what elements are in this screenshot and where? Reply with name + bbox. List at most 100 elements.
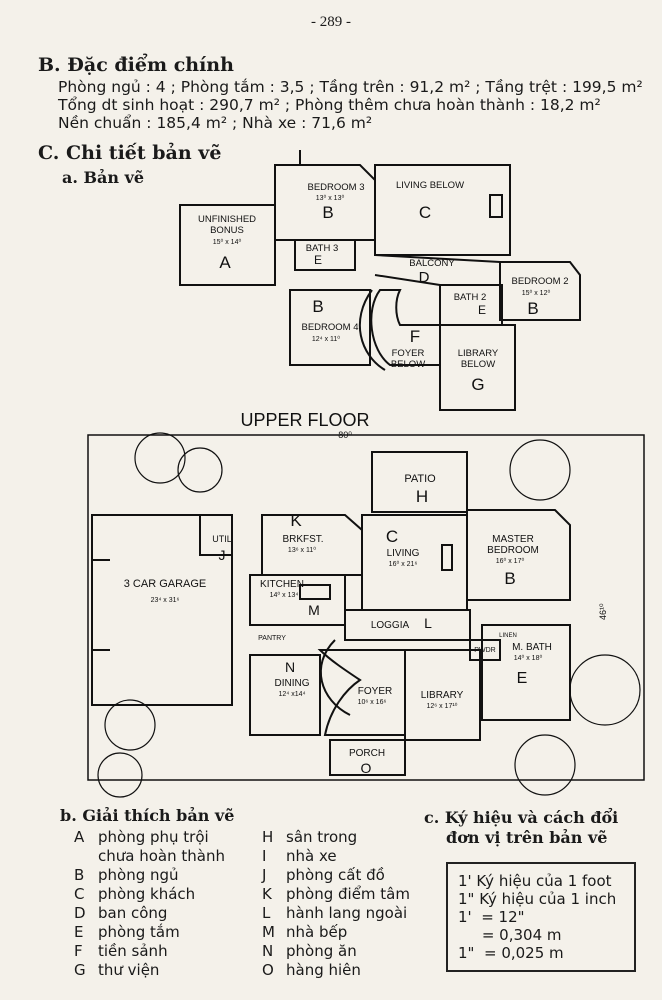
floor-plan-drawing: UNFINISHED BONUS 15⁰ x 14⁰ A BEDROOM 3 1…: [87, 150, 645, 798]
porch-letter: O: [361, 760, 372, 776]
dining-letter: N: [285, 659, 295, 675]
units-line: = 0,304 m: [458, 926, 562, 944]
master-bath-letter: E: [517, 670, 528, 687]
breakfast-dim: 13⁶ x 11⁰: [288, 546, 316, 554]
foyer-dim: 10⁶ x 16⁶: [358, 699, 387, 706]
bedroom3-letter: B: [322, 203, 333, 222]
balcony-label: BALCONY: [409, 258, 455, 269]
pwdr-label: PWDR: [474, 647, 495, 654]
bonus-letter: A: [219, 253, 231, 272]
breakfast-outline: [261, 514, 363, 576]
spec-line-2: Tổng dt sinh hoạt : 290,7 m² ; Phòng thê…: [58, 96, 601, 114]
width-dimension: 80⁰: [338, 430, 352, 440]
units-heading: c. Ký hiệu và cách đổi đơn vị trên bản v…: [424, 808, 618, 848]
bedroom2-name-label: BEDROOM 2: [511, 276, 568, 287]
master-name2-label: BEDROOM: [487, 545, 539, 556]
breakfast-label: BRKFST.: [282, 534, 323, 545]
bonus-name2-label: BONUS: [210, 225, 244, 236]
bath3-outline: [294, 239, 356, 271]
pantry-label: PANTRY: [258, 635, 286, 642]
depth-dimension: 46¹⁰: [598, 603, 608, 620]
garage-label: 3 CAR GARAGE: [124, 578, 207, 590]
bath3-label: BATH 3: [306, 243, 339, 254]
living-below-letter: C: [419, 203, 431, 222]
master-bedroom-outline: [466, 509, 571, 601]
bedroom2-dim-label: 15⁰ x 12⁰: [522, 289, 551, 297]
lot-boundary: [87, 434, 645, 781]
garage-outline: [91, 514, 233, 706]
library-below-letter: G: [471, 375, 484, 394]
kitchen-outline: [249, 574, 346, 626]
living-dim: 16⁰ x 21⁶: [389, 560, 418, 568]
foyer-below-text: BELOW: [391, 359, 425, 370]
legend-row: chưa hoàn thành: [98, 847, 225, 865]
porch-outline: [329, 739, 406, 776]
bath2-outline: [439, 284, 503, 326]
units-line: 1" = 0,025 m: [458, 944, 564, 962]
bedroom4-dim-label: 12⁴ x 11⁰: [312, 335, 340, 343]
dining-outline: [249, 654, 321, 736]
master-bath-label: M. BATH: [512, 642, 552, 653]
units-line: 1" Ký hiệu của 1 inch: [458, 890, 617, 908]
kitchen-dim: 14⁰ x 13⁴: [270, 591, 299, 599]
master-bath-dim: 14⁰ x 18⁰: [514, 654, 543, 662]
linen-label: LINEN: [499, 633, 517, 639]
foyer-below-letter: F: [410, 327, 420, 346]
loggia-outline: [344, 609, 471, 641]
bedroom4-outline: [289, 289, 371, 366]
foyer-label: FOYER: [358, 686, 392, 697]
units-box: 1' Ký hiệu của 1 foot 1" Ký hiệu của 1 i…: [446, 862, 636, 972]
patio-letter: H: [416, 487, 428, 506]
breakfast-letter: K: [290, 511, 302, 530]
section-c-sub-a: a. Bản vẽ: [62, 168, 145, 187]
library-below-name: LIBRARY: [458, 348, 499, 359]
section-b-heading: B. Đặc điểm chính: [38, 54, 234, 76]
legend-heading: b. Giải thích bản vẽ: [60, 806, 235, 825]
bedroom3-dim-label: 13⁰ x 13⁰: [316, 194, 345, 202]
bedroom2-letter: B: [527, 299, 538, 318]
bonus-name-label: UNFINISHED: [198, 214, 256, 225]
bath2-letter: E: [478, 303, 486, 317]
bedroom2-outline: [499, 261, 581, 321]
units-line: 1' = 12": [458, 908, 525, 926]
master-letter: B: [504, 569, 515, 588]
spec-line-1: Phòng ngủ : 4 ; Phòng tắm : 3,5 ; Tầng t…: [58, 78, 643, 96]
page-number: - 289 -: [311, 14, 351, 30]
foyer-outline: [317, 649, 406, 736]
bonus-room-outline: [179, 204, 276, 286]
patio-label: PATIO: [404, 473, 436, 485]
section-c-heading: C. Chi tiết bản vẽ: [38, 142, 222, 164]
master-name-label: MASTER: [492, 534, 534, 545]
master-dim: 16⁰ x 17⁰: [496, 557, 525, 565]
master-bath-outline: [481, 624, 571, 721]
library-below-outline: [439, 324, 516, 411]
kitchen-label: KITCHEN: [260, 579, 304, 590]
porch-label: PORCH: [349, 748, 385, 759]
bedroom3-name-label: BEDROOM 3: [307, 182, 364, 193]
patio-outline: [371, 451, 468, 513]
upper-floor-title: UPPER FLOOR: [240, 410, 369, 430]
dining-dim: 12⁴ x14⁴: [278, 691, 305, 698]
bonus-dim-label: 15⁰ x 14⁰: [213, 238, 242, 246]
living-label: LIVING: [387, 548, 420, 559]
loggia-label: LOGGIA: [371, 620, 410, 631]
bath3-letter: E: [314, 253, 322, 267]
bath2-label: BATH 2: [454, 292, 487, 303]
loggia-letter: L: [424, 615, 432, 631]
spec-line-3: Nền chuẩn : 185,4 m² ; Nhà xe : 71,6 m²: [58, 114, 373, 132]
library-dim: 12⁶ x 17¹⁰: [427, 702, 458, 710]
